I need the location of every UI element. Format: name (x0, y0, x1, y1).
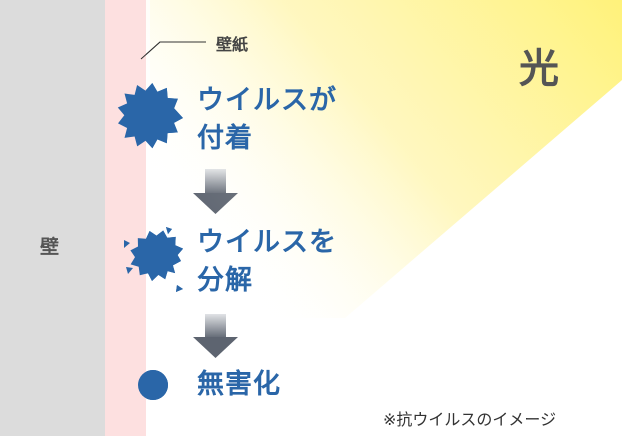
step-adhesion-line2: 付着 (197, 123, 253, 154)
step-harmless-line1: 無害化 (197, 369, 281, 400)
step-adhesion-line1: ウイルスが (197, 85, 337, 116)
wall-label: 壁 (40, 236, 60, 258)
step-decomposition: ウイルスを 分解 (197, 224, 337, 300)
down-arrow-icon (193, 314, 238, 358)
light-label: 光 (519, 46, 559, 92)
image-note: ※抗ウイルスのイメージ (383, 410, 557, 429)
wallpaper (105, 0, 146, 436)
step-decomposition-line2: 分解 (197, 265, 253, 296)
wall (0, 0, 105, 436)
wallpaper-label: 壁紙 (216, 35, 249, 54)
step-harmless: 無害化 (197, 366, 281, 404)
step-adhesion: ウイルスが 付着 (197, 82, 337, 158)
step-decomposition-line1: ウイルスを (197, 227, 337, 258)
